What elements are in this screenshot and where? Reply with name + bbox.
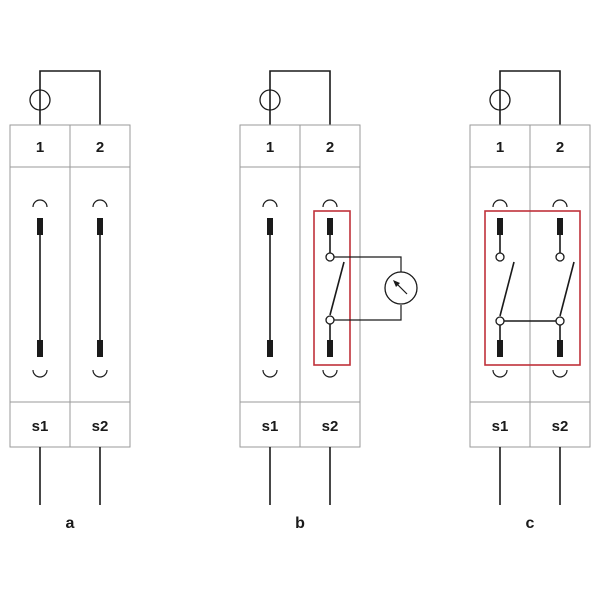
upper-contact-block [267,218,273,235]
panel-caption: c [526,515,535,532]
disconnect-highlight-box [313,210,351,366]
upper-clip-icon [262,199,278,208]
lower-contact-block [327,340,333,357]
terminal-label-s1: s1 [262,418,279,435]
upper-contact-block [327,218,333,235]
terminal-label-s2: s2 [92,418,109,435]
terminal-label-2: 2 [556,139,564,156]
lower-clip-icon [492,369,508,378]
lower-contact-block [37,340,43,357]
disconnect-highlight-box [484,210,581,366]
meter-needle-arrowhead [393,280,400,287]
lower-clip-icon [32,369,48,378]
lower-clip-icon [262,369,278,378]
terminal-label-1: 1 [266,139,274,156]
panel-caption: b [295,515,305,532]
upper-test-node [555,252,565,262]
terminal-label-2: 2 [96,139,104,156]
lower-clip-icon [322,369,338,378]
panel-c: 1 2 s1 s2 c [469,70,591,532]
meter-wire-upper [334,256,402,272]
lower-test-node [325,315,335,325]
open-switch-blade [329,261,345,316]
upper-test-node [495,252,505,262]
upper-clip-icon [322,199,338,208]
lower-test-node [495,316,505,326]
lower-test-node [555,316,565,326]
terminal-label-s2: s2 [322,418,339,435]
panel-caption: a [66,515,75,532]
upper-contact-block [557,218,563,235]
lower-contact-block [557,340,563,357]
lower-contact-block [497,340,503,357]
terminal-label-1: 1 [36,139,44,156]
open-switch-blade [559,261,575,317]
lower-clip-icon [552,369,568,378]
terminal-label-s1: s1 [492,418,509,435]
open-switch-blade [499,261,515,317]
lower-contact-block [97,340,103,357]
upper-clip-icon [552,199,568,208]
lower-contact-block [267,340,273,357]
meter-wire-lower [334,305,402,321]
terminal-label-s1: s1 [32,418,49,435]
terminal-label-1: 1 [496,139,504,156]
terminal-label-2: 2 [326,139,334,156]
upper-clip-icon [32,199,48,208]
upper-contact-block [497,218,503,235]
upper-contact-block [37,218,43,235]
upper-test-node [325,252,335,262]
panel-b: 1 2 s1 s2 b [239,70,418,532]
upper-clip-icon [92,199,108,208]
upper-contact-block [97,218,103,235]
lower-clip-icon [92,369,108,378]
terminal-label-s2: s2 [552,418,569,435]
upper-clip-icon [492,199,508,208]
panel-a: 1 2 s1 s2 a [9,70,131,532]
